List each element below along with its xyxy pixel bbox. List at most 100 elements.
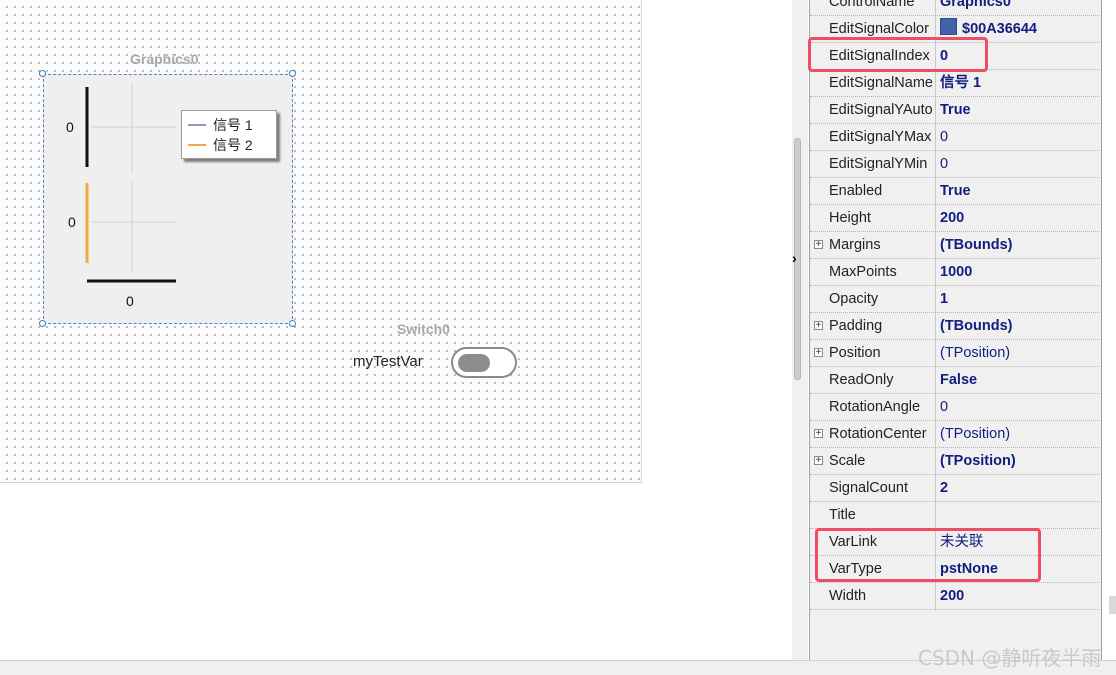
property-name: Scale	[810, 448, 936, 474]
property-value[interactable]: 1	[936, 286, 1101, 312]
property-value-text: 未关联	[940, 534, 984, 550]
switch-label: myTestVar	[353, 353, 423, 370]
graphics-component[interactable]: 0 0 0 信号 1 信号 2	[43, 74, 293, 324]
expand-plus-icon[interactable]: +	[814, 320, 823, 331]
property-value-text: $00A36644	[962, 21, 1037, 37]
expand-plus-icon[interactable]: +	[814, 455, 823, 466]
property-value[interactable]	[936, 502, 1101, 528]
property-value[interactable]: 未关联	[936, 529, 1101, 555]
property-value[interactable]: 0	[936, 124, 1101, 150]
property-value-text: 0	[940, 156, 949, 172]
property-value[interactable]: (TPosition)	[936, 340, 1101, 366]
property-value[interactable]: (TBounds)	[936, 313, 1101, 339]
panel-splitter[interactable]: ›	[792, 0, 808, 660]
inspector-scrollbar[interactable]	[1102, 0, 1116, 660]
property-row[interactable]: Scale+ (TPosition)	[810, 448, 1101, 475]
expand-plus-icon[interactable]: +	[814, 347, 823, 358]
property-name: EditSignalYMin	[810, 151, 936, 177]
property-name: EditSignalYMax	[810, 124, 936, 150]
property-value[interactable]: True	[936, 178, 1101, 204]
property-row[interactable]: RotationCenter+ (TPosition)	[810, 421, 1101, 448]
property-name: VarType	[810, 556, 936, 582]
property-value-text: True	[940, 183, 971, 199]
splitter-grip[interactable]	[794, 138, 801, 380]
resize-handle-top-left[interactable]	[39, 70, 46, 77]
switch-caption: Switch0	[397, 321, 450, 337]
x-tick-label: 0	[126, 293, 134, 309]
property-row[interactable]: Title	[810, 502, 1101, 529]
graphics-caption: Graphics0	[130, 51, 199, 67]
property-row[interactable]: ControlName Graphics0	[810, 0, 1101, 16]
design-canvas[interactable]: Graphics0 0 0 0 信号 1 信号 2	[0, 0, 642, 483]
toggle-switch[interactable]	[451, 347, 517, 378]
property-row[interactable]: EditSignalColor$00A36644	[810, 16, 1101, 43]
property-value[interactable]: 0	[936, 43, 1101, 69]
legend-swatch	[188, 124, 206, 126]
property-value-text: (TBounds)	[940, 318, 1013, 334]
property-name: ControlName	[810, 0, 936, 15]
property-value[interactable]: pstNone	[936, 556, 1101, 582]
resize-handle-bottom-right[interactable]	[289, 320, 296, 327]
property-name: VarLink	[810, 529, 936, 555]
property-row[interactable]: Margins+(TBounds)	[810, 232, 1101, 259]
property-value[interactable]: 1000	[936, 259, 1101, 285]
property-value[interactable]: 200	[936, 583, 1101, 609]
legend-item: 信号 2	[188, 135, 253, 155]
legend-swatch	[188, 144, 206, 146]
property-value[interactable]: 信号 1	[936, 70, 1101, 96]
property-value[interactable]: 2	[936, 475, 1101, 501]
property-name: Position	[810, 340, 936, 366]
property-name: EditSignalYAuto	[810, 97, 936, 123]
legend-item: 信号 1	[188, 115, 253, 135]
switch-knob[interactable]	[458, 354, 490, 372]
graphics-plot	[85, 83, 176, 283]
property-value[interactable]: False	[936, 367, 1101, 393]
property-name: ReadOnly	[810, 367, 936, 393]
property-name: RotationAngle	[810, 394, 936, 420]
property-value-text: Graphics0	[940, 0, 1011, 10]
property-value[interactable]: (TBounds)	[936, 232, 1101, 258]
property-value-text: (TPosition)	[940, 453, 1016, 469]
property-value-text: 0	[940, 48, 949, 64]
property-value-text: 200	[940, 210, 965, 226]
resize-handle-top-right[interactable]	[289, 70, 296, 77]
property-value[interactable]: (TPosition)	[936, 421, 1101, 447]
scrollbar-thumb[interactable]	[1109, 596, 1116, 614]
expand-plus-icon[interactable]: +	[814, 428, 823, 439]
expand-plus-icon[interactable]: +	[814, 239, 823, 250]
property-value[interactable]: True	[936, 97, 1101, 123]
property-value[interactable]: (TPosition)	[936, 448, 1101, 474]
property-value[interactable]: 200	[936, 205, 1101, 231]
property-value[interactable]: 0	[936, 151, 1101, 177]
property-value[interactable]: Graphics0	[936, 0, 1101, 15]
property-value[interactable]: $00A36644	[936, 16, 1101, 42]
chevron-right-icon[interactable]: ›	[792, 250, 797, 266]
property-name: MaxPoints	[810, 259, 936, 285]
property-name: Padding	[810, 313, 936, 339]
legend-label: 信号 2	[213, 137, 253, 153]
property-row[interactable]: Padding+ (TBounds)	[810, 313, 1101, 340]
property-name: EditSignalIndex	[810, 43, 936, 69]
property-name: RotationCenter	[810, 421, 936, 447]
property-value-text: 0	[940, 129, 949, 145]
resize-handle-bottom-left[interactable]	[39, 320, 46, 327]
property-row[interactable]: Position+ (TPosition)	[810, 340, 1101, 367]
property-value-text: 200	[940, 588, 965, 604]
property-value[interactable]: 0	[936, 394, 1101, 420]
